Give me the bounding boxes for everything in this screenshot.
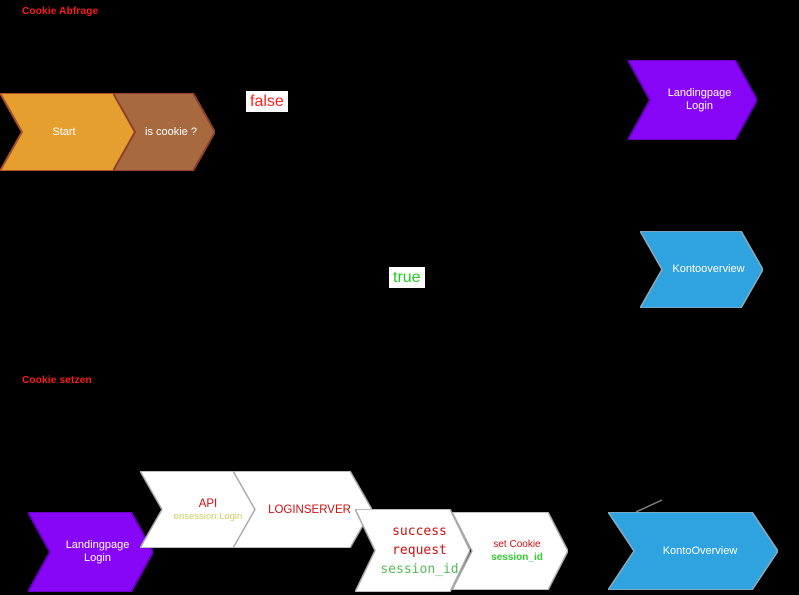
kontooverview-right-chevron-shape <box>640 231 763 308</box>
loginserver-chevron-shape <box>233 471 372 548</box>
landingpage-login-top-chevron-shape <box>628 60 757 140</box>
landingpage-login-top-step: Landingpage Login <box>628 60 757 140</box>
section-label-cookie-setzen: Cookie setzen <box>22 375 92 386</box>
start-chevron-shape <box>0 93 150 171</box>
kontooverview-right-step: Kontooverview <box>640 231 763 308</box>
connector-line <box>636 499 663 513</box>
kontooverview-bottom-chevron-shape <box>608 512 778 590</box>
kontooverview-bottom-step: KontoOverview <box>608 512 778 590</box>
set-cookie-step: set Cookie session_id <box>452 512 568 590</box>
is-cookie-decision: is cookie ? <box>113 93 215 171</box>
branch-label-false: false <box>246 91 288 112</box>
branch-label-true: true <box>389 267 425 288</box>
loginserver-step: LOGINSERVER <box>233 471 372 548</box>
landingpage-login-bottom-chevron-shape <box>28 512 153 592</box>
is-cookie-chevron-shape <box>113 93 215 171</box>
set-cookie-chevron-shape <box>452 512 568 590</box>
section-label-cookie-abfrage: Cookie Abfrage <box>22 6 99 17</box>
success-request-chevron-shape <box>355 509 470 592</box>
api-chevron-shape <box>140 471 262 548</box>
landingpage-login-bottom-step: Landingpage Login <box>28 512 153 592</box>
